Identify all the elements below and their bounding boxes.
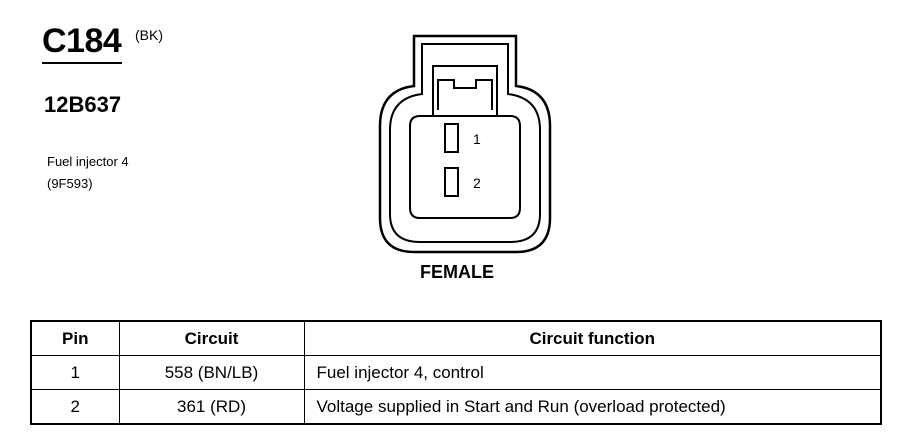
component-code: (9F593) bbox=[47, 176, 93, 191]
connector-face-diagram: 1 2 bbox=[378, 34, 552, 254]
connector-inner-shell bbox=[389, 43, 541, 243]
table-header-row: Pin Circuit Circuit function bbox=[30, 320, 882, 356]
header-circuit: Circuit bbox=[118, 320, 305, 356]
pin-2-cavity bbox=[444, 167, 459, 197]
cell-pin: 2 bbox=[30, 389, 120, 425]
view-label: FEMALE bbox=[420, 262, 494, 282]
table-row: 2 361 (RD) Voltage supplied in Start and… bbox=[30, 389, 882, 425]
cell-circuit-function: Fuel injector 4, control bbox=[303, 355, 882, 390]
pin-2-label: 2 bbox=[473, 175, 481, 191]
table-row: 1 558 (BN/LB) Fuel injector 4, control bbox=[30, 355, 882, 390]
connector-color: (BK) bbox=[135, 27, 163, 43]
title-underline bbox=[42, 62, 122, 64]
component-name: Fuel injector 4 bbox=[47, 154, 129, 169]
pinout-table: Pin Circuit Circuit function 1 558 (BN/L… bbox=[30, 320, 882, 425]
pin-1-label: 1 bbox=[473, 131, 481, 147]
header-pin: Pin bbox=[30, 320, 120, 356]
connector-insert bbox=[409, 115, 521, 219]
part-number: 12B637 bbox=[44, 92, 122, 117]
cell-circuit-function: Voltage supplied in Start and Run (overl… bbox=[303, 389, 882, 425]
pin-1-cavity bbox=[444, 123, 459, 153]
header-circuit-function: Circuit function bbox=[303, 320, 882, 356]
cell-circuit: 558 (BN/LB) bbox=[118, 355, 305, 390]
cell-circuit: 361 (RD) bbox=[118, 389, 305, 425]
locking-tab bbox=[432, 65, 498, 117]
locking-tab-notch bbox=[437, 79, 493, 110]
connector-outer-shell bbox=[378, 34, 552, 254]
cell-pin: 1 bbox=[30, 355, 120, 390]
connector-id: C184 bbox=[42, 22, 122, 60]
